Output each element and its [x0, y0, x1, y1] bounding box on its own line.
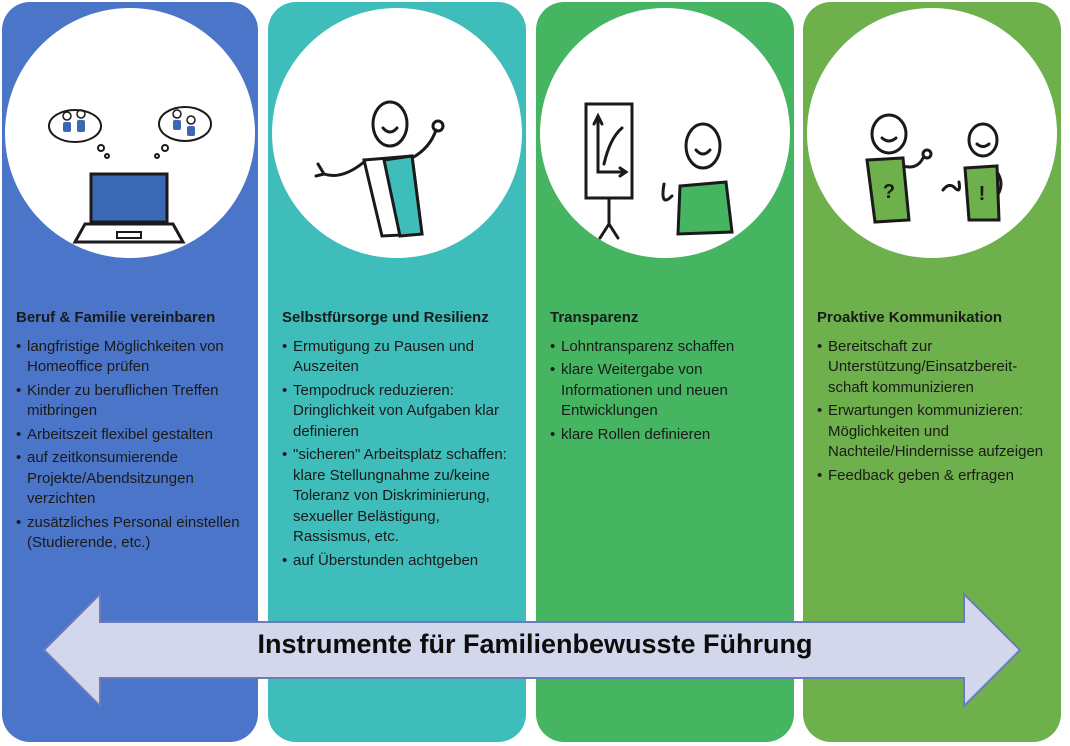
bullet-list: Bereitschaft zur Unterstützung/Einsatzbe… — [817, 337, 1053, 487]
illustration-circle — [272, 8, 522, 258]
column-title: Beruf & Familie vereinbaren — [16, 309, 216, 326]
bullet-list: langfristige Möglichkeiten von Homeoffic… — [16, 337, 250, 554]
exclamation-mark-glyph: ! — [979, 183, 986, 205]
person-with-sash-icon — [314, 100, 445, 238]
list-item: "sicheren" Arbeitsplatz schaffen: klare … — [282, 445, 518, 548]
list-item: Kinder zu beruflichen Treffen mitbringen — [16, 381, 250, 422]
list-item: zusätzliches Personal einstellen (Studie… — [16, 513, 250, 554]
double-headed-arrow-icon — [42, 591, 1022, 709]
column-selbstfuersorge: Selbstfürsorge und Resilienz Ermutigung … — [268, 2, 526, 742]
list-item: Lohntransparenz schaffen — [550, 337, 786, 358]
column-transparenz: Transparenz Lohntransparenz schaffen kla… — [536, 2, 794, 742]
illustration-circle — [5, 8, 255, 258]
list-item: Ermutigung zu Pausen und Auszeiten — [282, 337, 518, 378]
column-proaktive-kommunikation: ? ! Proaktive Kommunikation Bereitschaft… — [803, 2, 1061, 742]
illustration-circle — [540, 8, 790, 258]
column-text: Transparenz Lohntransparenz schaffen kla… — [550, 308, 786, 448]
column-title: Selbstfürsorge und Resilienz — [282, 309, 489, 326]
list-item: auf Überstunden achtgeben — [282, 551, 518, 572]
list-item: klare Rollen definieren — [550, 425, 786, 446]
arrow-label: Instrumente für Familienbewusste Führung — [257, 629, 813, 659]
two-people-talking-icon: ? ! — [865, 113, 1003, 224]
column-title: Proaktive Kommunikation — [817, 309, 1003, 326]
list-item: Erwartungen kommunizieren: Möglichkeiten… — [817, 401, 1053, 463]
list-item: auf zeitkonsumierende Projekte/Abendsitz… — [16, 448, 250, 510]
list-item: Bereitschaft zur Unterstützung/Einsatzbe… — [817, 337, 1053, 399]
column-text: Beruf & Familie vereinbaren langfristige… — [16, 308, 250, 557]
person-with-flipchart-icon — [584, 102, 734, 240]
list-item: klare Weitergabe von Informationen und n… — [550, 360, 786, 422]
question-mark-glyph: ? — [883, 181, 895, 203]
list-item: Arbeitszeit flexibel gestalten — [16, 425, 250, 446]
bullet-list: Ermutigung zu Pausen und Auszeiten Tempo… — [282, 337, 518, 572]
list-item: Tempodruck reduzieren: Dringlichkeit von… — [282, 381, 518, 443]
column-beruf-familie: Beruf & Familie vereinbaren langfristige… — [2, 2, 258, 742]
column-text: Selbstfürsorge und Resilienz Ermutigung … — [282, 308, 518, 574]
list-item: langfristige Möglichkeiten von Homeoffic… — [16, 337, 250, 378]
column-text: Proaktive Kommunikation Bereitschaft zur… — [817, 308, 1053, 489]
list-item: Feedback geben & erfragen — [817, 466, 1053, 487]
column-title: Transparenz — [550, 309, 639, 326]
bullet-list: Lohntransparenz schaffen klare Weitergab… — [550, 337, 786, 446]
illustration-circle: ? ! — [807, 8, 1057, 258]
laptop-with-thought-bubbles-icon — [48, 106, 212, 244]
